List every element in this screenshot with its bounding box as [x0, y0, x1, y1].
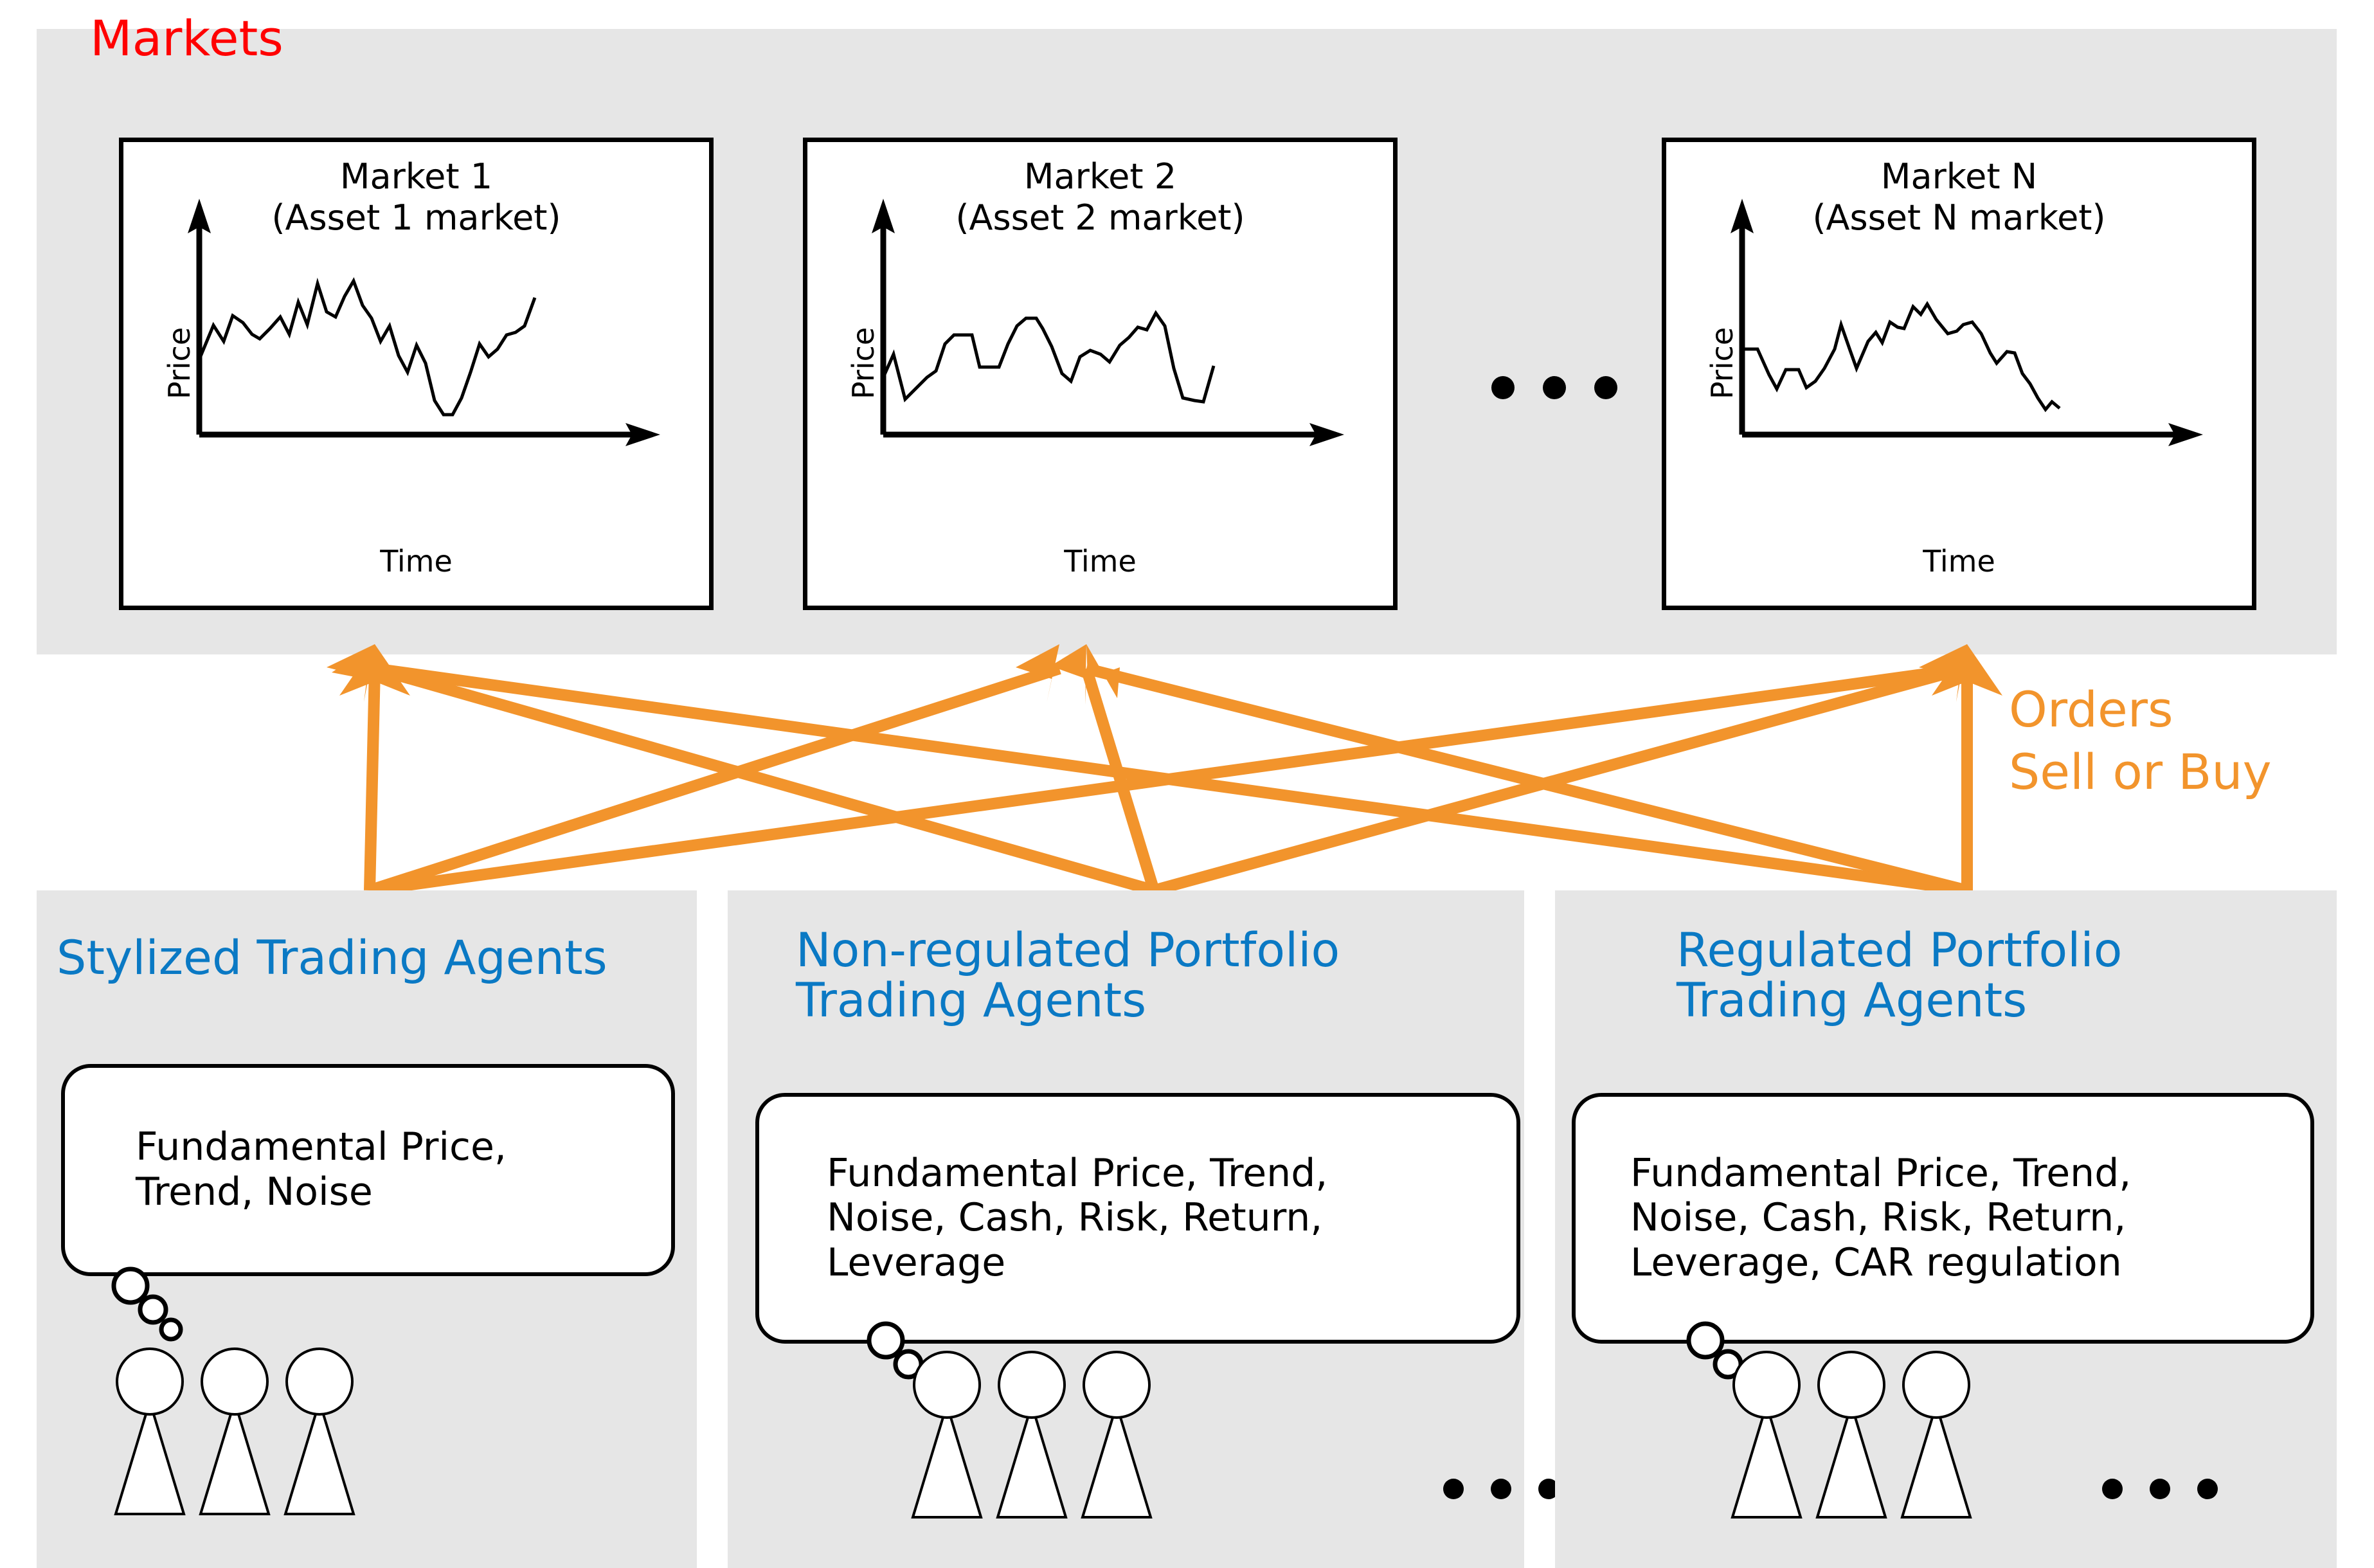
arrow-line-g3-m1: [373, 663, 1968, 896]
market-1-title-line2: (Asset 1 market): [271, 197, 561, 238]
agent-figure: [1815, 1351, 1887, 1518]
arrow-lines: [364, 663, 1973, 896]
market-1-title: Market 1 (Asset 1 market): [123, 156, 709, 238]
market-1-price-line: [197, 277, 537, 417]
market-n-chart: [1731, 199, 2203, 446]
agent-group-2-ellipsis: [1443, 1479, 1559, 1499]
agent-figure: [911, 1351, 983, 1518]
arrowhead-m1-diag-b: [332, 644, 375, 705]
agent-group-3-figures: [1731, 1351, 1972, 1518]
arrowhead-m2-right-a: [1050, 644, 1086, 705]
agent-figure: [114, 1347, 186, 1515]
agent-group-3-bubble-text: Fundamental Price, Trend, Noise, Cash, R…: [1630, 1150, 2132, 1285]
arrowhead-m2-left: [1016, 644, 1059, 703]
arrow-heads: [327, 644, 2002, 705]
market-2-x-axis-label: Time: [1064, 544, 1137, 579]
market-2-price-line: [881, 310, 1216, 404]
agent-group-1-bubble-text: Fundamental Price, Trend, Noise: [136, 1124, 507, 1214]
market-n-title: Market N (Asset N market): [1666, 156, 2252, 238]
agent-figure: [1900, 1351, 1972, 1518]
market-2-title-line1: Market 2: [1023, 156, 1177, 197]
market-1-x-axis-label: Time: [380, 544, 453, 579]
arrowhead-mn-diag-b: [1924, 644, 1967, 705]
arrow-line-g1-m2: [368, 663, 1061, 896]
market-1-chart: [188, 199, 660, 446]
agent-group-3-title: Regulated Portfolio Trading Agents: [1677, 923, 2123, 1029]
market-box-1: Market 1 (Asset 1 market) Price Time: [119, 138, 714, 610]
market-box-n: Market N (Asset N market) Price Time: [1662, 138, 2256, 610]
agent-group-2-figures: [911, 1351, 1153, 1518]
agent-figure: [996, 1351, 1068, 1518]
market-2-title: Market 2 (Asset 2 market): [807, 156, 1393, 238]
agent-group-1-title: Stylized Trading Agents: [57, 931, 607, 986]
agent-group-2-bubble: Fundamental Price, Trend, Noise, Cash, R…: [755, 1093, 1520, 1344]
agent-group-3-ellipsis: [2102, 1479, 2218, 1499]
market-2-title-line2: (Asset 2 market): [955, 197, 1245, 238]
agent-group-3-bubble: Fundamental Price, Trend, Noise, Cash, R…: [1572, 1093, 2314, 1344]
markets-heading: Markets: [90, 10, 283, 67]
agent-group-1-bubble: Fundamental Price, Trend, Noise: [61, 1064, 675, 1276]
arrowhead-m1-vertical: [339, 644, 410, 696]
agent-group-2-title: Non-regulated Portfolio Trading Agents: [796, 923, 1340, 1029]
agent-figure: [1081, 1351, 1153, 1518]
market-2-chart: [872, 199, 1344, 446]
arrow-line-g2-m2: [1081, 667, 1160, 892]
agent-group-2-bubble-text: Fundamental Price, Trend, Noise, Cash, R…: [827, 1150, 1328, 1285]
arrow-line-g2-mn: [1152, 663, 1966, 896]
orders-label: Orders Sell or Buy: [2009, 681, 2272, 801]
arrowhead-mn-vertical: [1932, 644, 2002, 696]
agent-figure: [199, 1347, 271, 1515]
market-box-2: Market 2 (Asset 2 market) Price Time: [803, 138, 1398, 610]
market-1-title-line1: Market 1: [339, 156, 493, 197]
arrow-line-g2-m1: [373, 663, 1156, 896]
arrow-line-g3-m2: [1084, 663, 1969, 896]
markets-ellipsis: [1491, 376, 1617, 399]
market-n-x-axis-label: Time: [1923, 544, 1995, 579]
agent-group-1-bubble-tail: [111, 1266, 183, 1342]
agent-figure: [283, 1347, 355, 1515]
market-n-price-line: [1742, 301, 2061, 413]
agent-group-1-figures: [114, 1347, 355, 1515]
arrow-line-g1-m1: [364, 668, 381, 891]
market-n-title-line2: (Asset N market): [1812, 197, 2106, 238]
arrowhead-m2-right-b: [1086, 644, 1120, 698]
market-n-title-line1: Market N: [1880, 156, 2038, 197]
agent-figure: [1731, 1351, 1803, 1518]
